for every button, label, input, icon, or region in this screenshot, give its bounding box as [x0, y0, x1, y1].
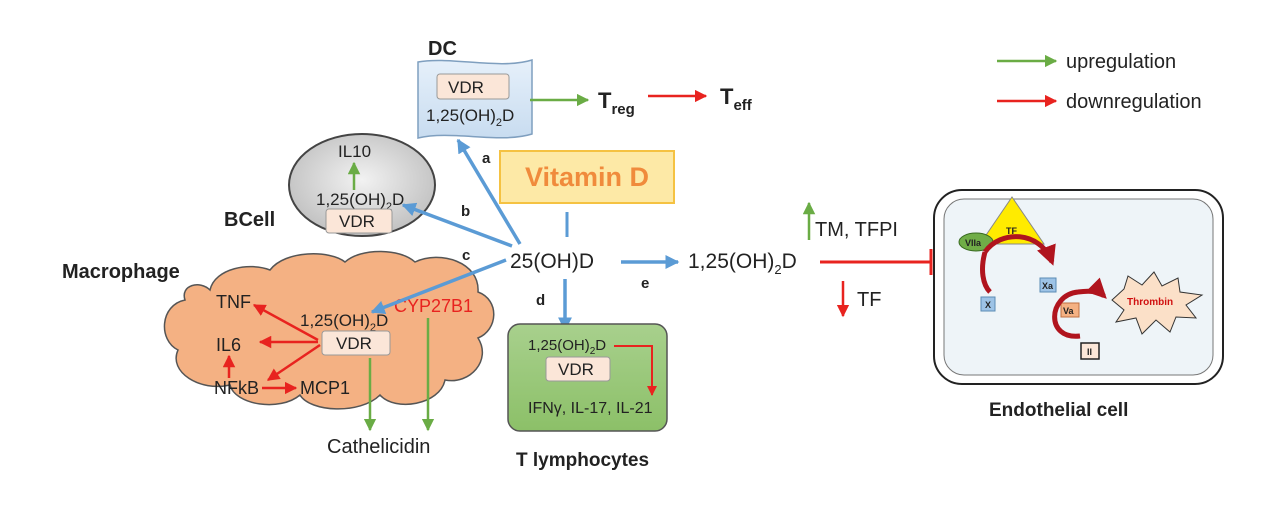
dc-vdr-box	[436, 73, 510, 100]
vdr-to-nfkb-arrow	[266, 343, 321, 382]
teff-label: Teff	[720, 84, 753, 114]
vdr-to-tnf-arrow	[252, 303, 319, 342]
mcp1-label: MCP1	[300, 378, 350, 398]
bcell-title: BCell	[224, 209, 275, 231]
dc-metabolite: 1,25(OH)2D	[426, 106, 514, 129]
il6-label: IL6	[216, 335, 241, 355]
bcell-il10: IL10	[338, 142, 371, 161]
bcell-shape	[288, 133, 436, 237]
precursor-label: 25(OH)D	[510, 250, 594, 273]
tcell-cytokines: IFNγ, IL-17, IL-21	[528, 400, 653, 417]
b-cell: BCell IL10 1,25(OH)2D VDR	[224, 133, 436, 237]
legend: upregulation downregulation	[997, 51, 1202, 113]
vitamin-d-box	[499, 150, 675, 204]
x-label: X	[985, 300, 991, 310]
legend-up-label: upregulation	[1066, 51, 1176, 73]
ii-box	[1080, 342, 1100, 360]
tcell-metabolite: 1,25(OH)2D	[528, 337, 606, 357]
endothelial-title: Endothelial cell	[989, 400, 1128, 421]
bcell-vdr-box	[325, 208, 393, 234]
xa-to-thrombin-curve	[1052, 277, 1107, 339]
macrophage-shape	[163, 250, 495, 410]
path-c-arrow	[370, 258, 507, 314]
cyp27b1-label: CYP27B1	[394, 296, 473, 316]
tnf-label: TNF	[216, 292, 251, 312]
thrombin-burst	[1111, 271, 1204, 335]
tf-triangle	[979, 196, 1045, 245]
cathelicidin-label: Cathelicidin	[327, 436, 430, 458]
bcell-vdr: VDR	[339, 212, 375, 231]
treg-label: Treg	[598, 88, 635, 118]
macrophage-title: Macrophage	[62, 261, 180, 283]
path-e-label: e	[641, 275, 649, 292]
active-metabolite-label: 1,25(OH)2D	[688, 250, 797, 277]
nfkb-label: NFkB	[214, 378, 259, 398]
macrophage-vdr-box	[321, 330, 391, 356]
tm-tfpi-label: TM, TFPI	[815, 219, 898, 241]
path-b-arrow	[401, 202, 513, 248]
ii-label: II	[1087, 347, 1092, 357]
macrophage: Macrophage TNF IL6 NFkB MCP1 1,25(OH)2D …	[62, 250, 495, 458]
coagulation-effects: TM, TFPI TF	[802, 201, 933, 318]
dc-cell: DC VDR 1,25(OH)2D Treg Teff	[417, 38, 753, 139]
xa-label: Xa	[1042, 281, 1054, 291]
xa-box	[1039, 277, 1057, 293]
macrophage-metabolite: 1,25(OH)2D	[300, 311, 388, 334]
tf-down-label: TF	[857, 289, 881, 311]
path-d-label: d	[536, 292, 545, 309]
endothelial-cell: TF VIIa X Xa Va II Thrombin Endothelial …	[933, 189, 1224, 421]
dc-vdr: VDR	[448, 78, 484, 97]
thrombin-label: Thrombin	[1127, 297, 1173, 308]
tcell-title: T lymphocytes	[516, 450, 649, 471]
tf-label: TF	[1006, 226, 1017, 236]
path-a-label: a	[482, 150, 491, 167]
path-b-label: b	[461, 203, 470, 220]
x-curve	[980, 251, 992, 294]
t-lymphocytes: 1,25(OH)2D VDR IFNγ, IL-17, IL-21 T lymp…	[507, 323, 668, 471]
bcell-metabolite: 1,25(OH)2D	[316, 190, 404, 213]
dc-title: DC	[428, 38, 457, 60]
tcell-vdr-box	[545, 356, 611, 382]
path-a-arrow	[456, 138, 522, 245]
vitamin-d-title: Vitamin D	[525, 162, 649, 192]
viia-to-xa-curve	[982, 234, 1056, 266]
x-box	[980, 296, 996, 312]
tcell-down-arrow	[614, 345, 657, 396]
va-box	[1060, 302, 1080, 318]
va-label: Va	[1063, 306, 1075, 316]
viia-label: VIIa	[965, 238, 982, 248]
macrophage-vdr: VDR	[336, 334, 372, 353]
vitamin-d-center: Vitamin D 25(OH)D a b c d e 1,25(OH)2D	[370, 138, 797, 332]
path-c-label: c	[462, 247, 470, 264]
legend-down-label: downregulation	[1066, 91, 1202, 113]
tcell-vdr: VDR	[558, 360, 594, 379]
